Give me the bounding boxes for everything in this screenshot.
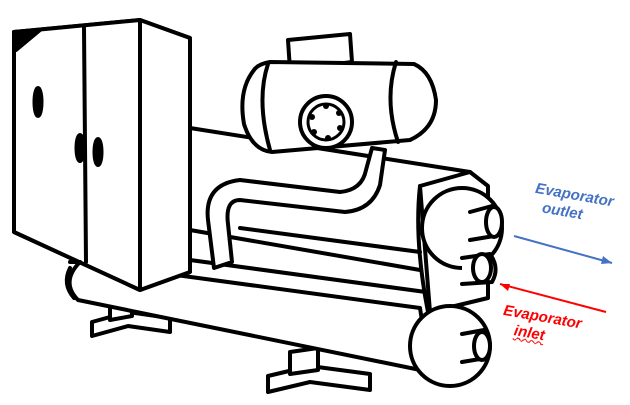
- condenser-head: [410, 306, 490, 386]
- outlet-arrow: [514, 236, 612, 264]
- compressor: [242, 34, 436, 152]
- control-panel: [14, 20, 190, 290]
- evaporator-inlet-nozzle: [462, 254, 496, 284]
